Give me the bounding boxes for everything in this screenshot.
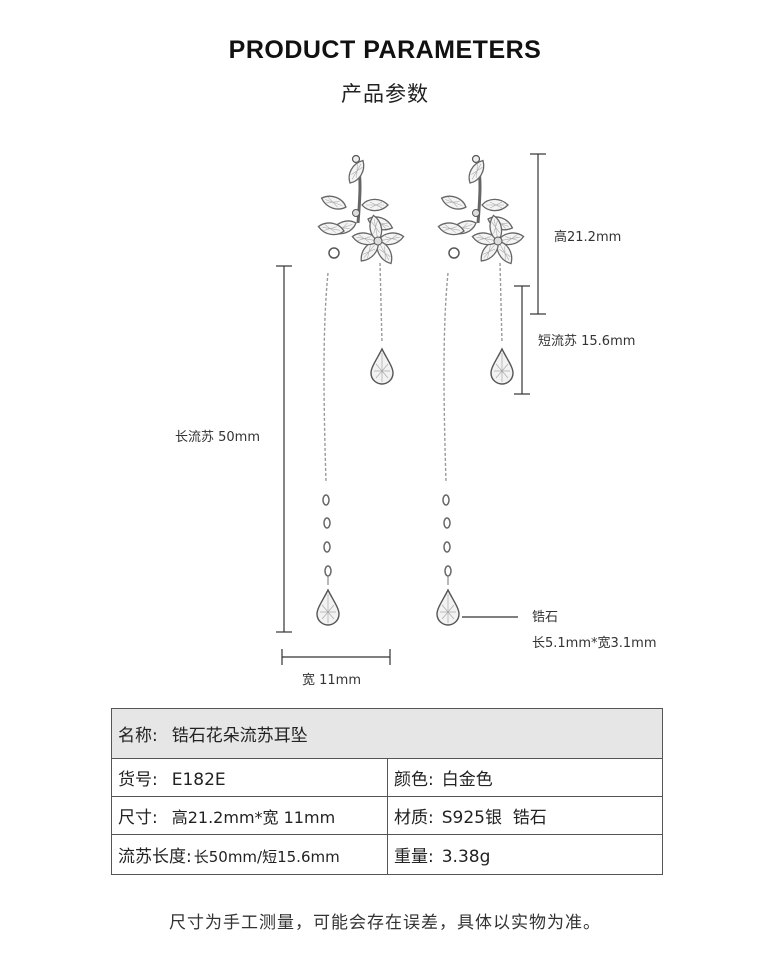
height-label: 高21.2mm [554,230,622,245]
spec-tassel-cell: 流苏长度:长50mm/短15.6mm [111,834,388,875]
long-tassel-label: 长流苏 50mm [175,430,261,445]
spec-sku-label: 货号: [118,770,158,790]
spec-sku-cell: 货号: E182E [111,758,388,797]
spec-color-cell: 颜色: 白金色 [387,758,663,797]
spec-material-cell: 材质: S925银 锆石 [387,796,663,835]
short-tassel-label: 短流苏 15.6mm [538,334,636,349]
spec-name-label: 名称: [118,726,158,746]
page-title-cn: 产品参数 [341,82,429,106]
spec-weight-value: 3.38g [441,847,491,867]
spec-tassel-value: 长50mm/短15.6mm [193,848,340,866]
height-dimension-line [530,153,546,315]
spec-weight-cell: 重量: 3.38g [387,834,663,875]
stone-name-label: 锆石 [532,610,559,625]
spec-material-label: 材质: [394,808,434,828]
long-tassel-dimension-line [276,265,292,633]
spec-table: 名称: 锆石花朵流苏耳坠 货号: E182E 颜色: 白金色 尺寸: 高21.2mm*宽… [111,708,663,875]
spec-name-cell: 名称: 锆石花朵流苏耳坠 [111,708,663,759]
width-dimension-line [281,649,391,665]
stone-size-label: 长5.1mm*宽3.1mm [532,636,657,651]
spec-color-label: 颜色: [394,770,434,790]
earring-illustration [276,153,546,665]
page-title-en: PRODUCT PARAMETERS [228,36,542,64]
spec-color-value: 白金色 [441,770,493,790]
spec-tassel-label: 流苏长度: [118,847,192,867]
spec-material-value: S925银 锆石 [441,808,547,828]
earring-left [317,156,405,626]
spec-row-sku: 货号: E182E 颜色: 白金色 [111,758,663,797]
measurement-disclaimer: 尺寸为手工测量，可能会存在误差，具体以实物为准。 [169,913,601,933]
spec-weight-label: 重量: [394,847,434,867]
spec-row-size: 尺寸: 高21.2mm*宽 11mm 材质: S925银 锆石 [111,796,663,835]
spec-size-value: 高21.2mm*宽 11mm [171,808,336,827]
spec-row-tassel: 流苏长度:长50mm/短15.6mm 重量: 3.38g [111,834,663,875]
width-label: 宽 11mm [302,673,362,688]
spec-name-value: 锆石花朵流苏耳坠 [171,726,308,746]
spec-row-name: 名称: 锆石花朵流苏耳坠 [111,708,663,759]
spec-size-label: 尺寸: [118,808,158,828]
short-tassel-dimension-line [514,285,530,395]
spec-sku-value: E182E [171,770,226,790]
spec-size-cell: 尺寸: 高21.2mm*宽 11mm [111,796,388,835]
earring-right [437,156,525,626]
